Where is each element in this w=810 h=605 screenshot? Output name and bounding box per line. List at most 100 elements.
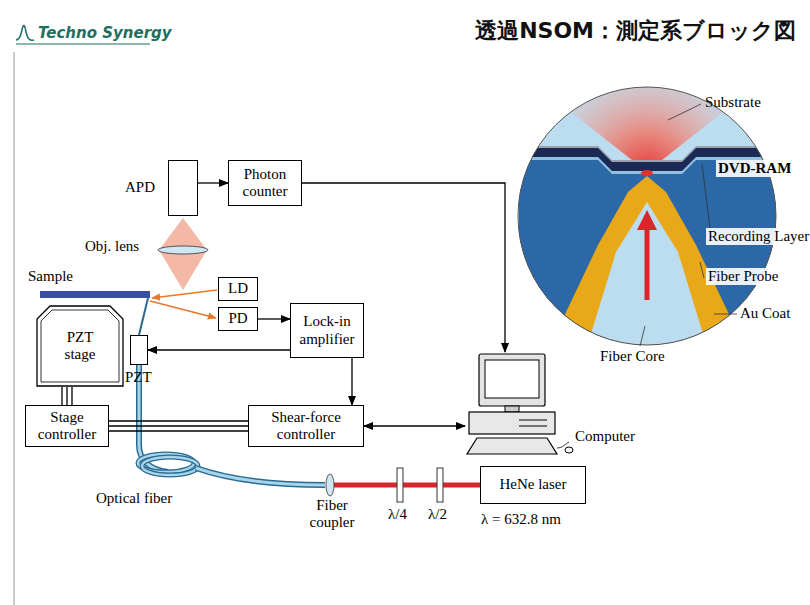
process-box: Lock-in amplifier [290, 303, 364, 358]
node-text: PD [228, 310, 247, 327]
part-label: λ/4 [388, 506, 407, 523]
node-heading: Computer [575, 428, 635, 445]
node-text: HeNe laser [499, 476, 566, 493]
node-text: Lock-in amplifier [295, 313, 359, 348]
cable-line [109, 430, 248, 431]
fiber [196, 468, 325, 485]
node-text: LD [228, 280, 248, 297]
cable-line [66, 387, 67, 405]
photodiode-box: PD [218, 307, 258, 331]
fiber-coil [142, 457, 198, 475]
signal-arrow [198, 183, 228, 184]
part-label: Optical fiber [96, 490, 172, 507]
computer-drawing [479, 354, 545, 406]
computer-drawing [469, 412, 555, 434]
leader-line [668, 104, 701, 120]
leader-line [640, 326, 645, 346]
stage-outline [41, 310, 119, 382]
inset-outline [518, 87, 776, 345]
cable-bundle [62, 387, 72, 405]
light-arrow [637, 210, 657, 230]
signal-arrow [258, 319, 290, 320]
stage-outline [37, 306, 123, 386]
node-text: Photon counter [233, 166, 297, 201]
computer-drawing [505, 406, 519, 412]
cable-line [109, 420, 248, 421]
controller-box: Shear-force controller [248, 405, 364, 447]
computer-drawing [465, 352, 565, 457]
signal-line [148, 349, 290, 350]
fiber [196, 468, 325, 485]
inset-label: Fiber Probe [706, 268, 780, 285]
node-heading: λ = 632.8 nm [481, 511, 561, 528]
computer-drawing [485, 360, 539, 398]
inset-label: Recording Layer [706, 228, 810, 245]
signal-arrow [352, 358, 353, 405]
leader-line [700, 262, 704, 278]
part-label: Fiber coupler [300, 497, 364, 532]
detector-box: APD [168, 160, 198, 216]
probe-fiber [139, 298, 148, 335]
inset-label: Au Coat [740, 305, 790, 322]
header-rule [14, 25, 150, 605]
node-text: Shear-force controller [253, 409, 359, 444]
coupler-lens [326, 474, 334, 496]
au-coat [548, 176, 746, 350]
laser-diode-box: LD [218, 277, 258, 301]
logo-mark [16, 25, 34, 40]
part-label: Obj. lens [85, 238, 139, 255]
signal-arrow [148, 350, 290, 351]
node-heading: APD [125, 179, 155, 196]
inset-label: Fiber Core [600, 348, 665, 365]
quarter-wave-plate [397, 468, 403, 502]
leader-line [702, 164, 710, 228]
light-path [158, 218, 208, 290]
node-heading: PZT [125, 369, 152, 386]
fiber-coil [142, 457, 198, 475]
ld-beam [152, 290, 217, 298]
logo-text: Techno Synergy [38, 24, 172, 42]
signal-line [198, 182, 228, 183]
logo-underline [16, 43, 150, 44]
cable-bundle [109, 421, 248, 431]
inset-label: Substrate [705, 94, 761, 111]
emitted-light [480, 40, 810, 172]
fiber-core [586, 202, 708, 350]
page-title: 透過NSOM：測定系ブロック図 [475, 16, 796, 46]
laser-beam [334, 483, 480, 488]
computer-drawing [467, 438, 557, 454]
objective-lens [158, 246, 208, 254]
inset-label: DVD-RAM [716, 160, 793, 177]
part-label: Sample [28, 268, 73, 285]
probe-inset [480, 40, 810, 400]
near-field-spot [641, 170, 653, 176]
computer-drawing [565, 447, 573, 453]
process-box: Photon counter [228, 160, 302, 206]
part-label: λ/2 [428, 506, 447, 523]
computer-icon: Computer [465, 352, 565, 457]
computer-drawing [519, 426, 547, 427]
signal-line [364, 425, 465, 426]
cable-line [61, 387, 62, 405]
cable-line [71, 387, 72, 405]
cable-line [109, 425, 248, 426]
light-arrow [645, 228, 650, 300]
signal-line [351, 358, 352, 405]
computer-drawing [519, 420, 547, 421]
collected-light [159, 218, 207, 250]
laser-box: HeNe laserλ = 632.8 nm [480, 466, 586, 504]
half-wave-plate [437, 468, 443, 502]
piezo-box: PZT [130, 335, 148, 365]
frame-line [14, 52, 15, 605]
node-text: Stage controller [30, 409, 104, 444]
leader-line [714, 314, 737, 315]
stage-shape: PZT stage [36, 305, 124, 387]
pd-beam [150, 301, 216, 318]
shear-force-beam [150, 290, 217, 318]
collected-light [159, 250, 207, 290]
node-text: PZT stage [54, 329, 106, 364]
controller-box: Stage controller [25, 405, 109, 447]
signal-line [258, 318, 290, 319]
